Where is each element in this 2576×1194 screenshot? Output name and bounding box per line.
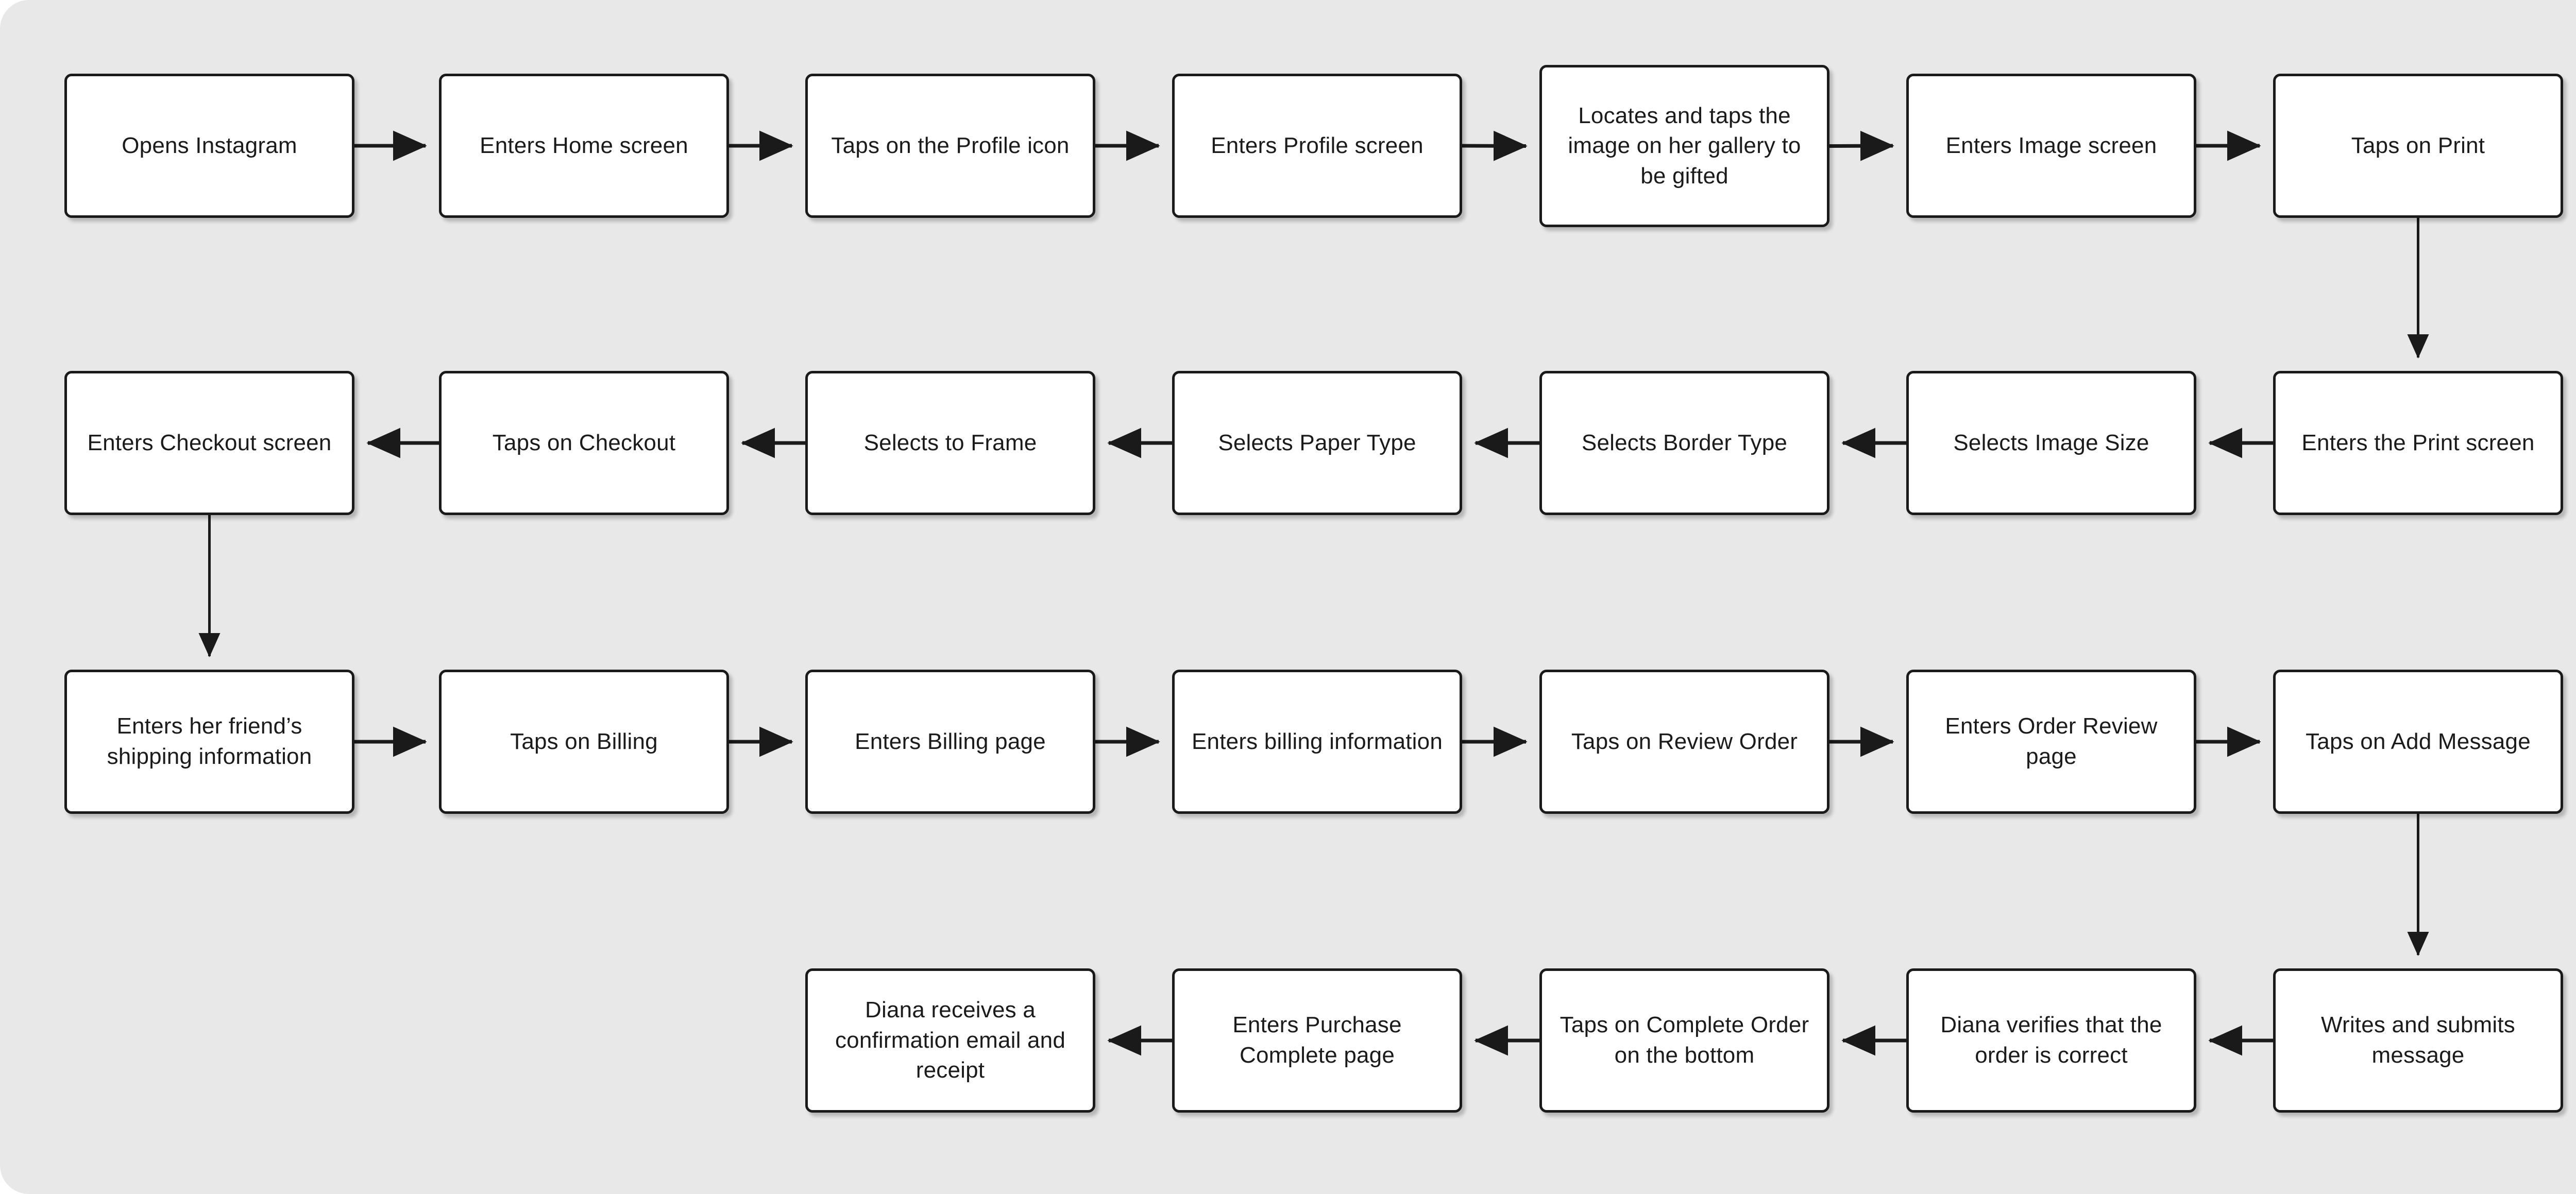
flow-node-n23[interactable]: Diana verifies that the order is correct (1906, 968, 2196, 1113)
flow-node-n21[interactable]: Taps on Add Message (2273, 670, 2563, 814)
flow-node-label: Opens Instagram (122, 132, 297, 158)
flow-node-n5[interactable]: Locates and taps the image on her galler… (1539, 65, 1829, 227)
flow-node-label: Diana verifies that the order is correct (1940, 1012, 2162, 1068)
flow-node-label: Enters Profile screen (1211, 132, 1423, 158)
flow-node-label: Taps on Print (2351, 132, 2485, 158)
flow-node-n2[interactable]: Enters Home screen (439, 74, 729, 218)
flow-node-label: Taps on Add Message (2306, 728, 2531, 754)
flow-node-n10[interactable]: Selects Border Type (1539, 371, 1829, 515)
flow-node-label: Taps on Review Order (1571, 728, 1798, 754)
flow-node-label: Enters Home screen (480, 132, 688, 158)
flow-node-n17[interactable]: Enters Billing page (805, 670, 1095, 814)
edge-group (198, 130, 2429, 1056)
flow-node-n20[interactable]: Enters Order Review page (1906, 670, 2196, 814)
flow-node-label: Taps on the Profile icon (831, 132, 1070, 158)
flow-node-label: Enters Billing page (855, 728, 1046, 754)
flow-node-n8[interactable]: Enters the Print screen (2273, 371, 2563, 515)
flow-node-label: Enters Order Review page (1945, 713, 2158, 769)
flow-node-label: Taps on Complete Order on the bottom (1560, 1012, 1809, 1068)
flow-node-label: Taps on Billing (510, 728, 658, 754)
flow-node-n14[interactable]: Enters Checkout screen (64, 371, 354, 515)
flow-node-n12[interactable]: Selects to Frame (805, 371, 1095, 515)
flow-node-n6[interactable]: Enters Image screen (1906, 74, 2196, 218)
flow-node-label: Enters Image screen (1945, 132, 2157, 158)
flow-node-label: Taps on Checkout (492, 430, 676, 455)
flow-node-label: Writes and submits message (2321, 1012, 2515, 1068)
flow-node-n25[interactable]: Enters Purchase Complete page (1172, 968, 1462, 1113)
flow-node-n24[interactable]: Taps on Complete Order on the bottom (1539, 968, 1829, 1113)
flow-node-label: Diana receives a confirmation email and … (835, 997, 1066, 1083)
flow-node-n15[interactable]: Enters her friend’s shipping information (64, 670, 354, 814)
flow-node-n22[interactable]: Writes and submits message (2273, 968, 2563, 1113)
flow-node-n9[interactable]: Selects Image Size (1906, 371, 2196, 515)
flow-node-label: Locates and taps the image on her galler… (1568, 103, 1801, 189)
flow-node-n19[interactable]: Taps on Review Order (1539, 670, 1829, 814)
flow-node-label: Enters Checkout screen (87, 430, 332, 455)
flow-node-n26[interactable]: Diana receives a confirmation email and … (805, 968, 1095, 1113)
flow-node-n18[interactable]: Enters billing information (1172, 670, 1462, 814)
flow-node-label: Selects Paper Type (1218, 430, 1416, 455)
flow-node-label: Selects Image Size (1953, 430, 2149, 455)
flow-node-label: Enters the Print screen (2301, 430, 2535, 455)
flow-node-n16[interactable]: Taps on Billing (439, 670, 729, 814)
flow-node-n4[interactable]: Enters Profile screen (1172, 74, 1462, 218)
flow-node-label: Selects to Frame (863, 430, 1037, 455)
flow-node-n13[interactable]: Taps on Checkout (439, 371, 729, 515)
flow-node-label: Enters billing information (1192, 728, 1443, 754)
flow-node-n1[interactable]: Opens Instagram (64, 74, 354, 218)
flow-node-n3[interactable]: Taps on the Profile icon (805, 74, 1095, 218)
flow-node-label: Enters Purchase Complete page (1232, 1012, 1402, 1068)
flow-node-n11[interactable]: Selects Paper Type (1172, 371, 1462, 515)
flow-node-label: Selects Border Type (1581, 430, 1788, 455)
flow-node-label: Enters her friend’s shipping information (107, 713, 312, 769)
flow-node-n7[interactable]: Taps on Print (2273, 74, 2563, 218)
